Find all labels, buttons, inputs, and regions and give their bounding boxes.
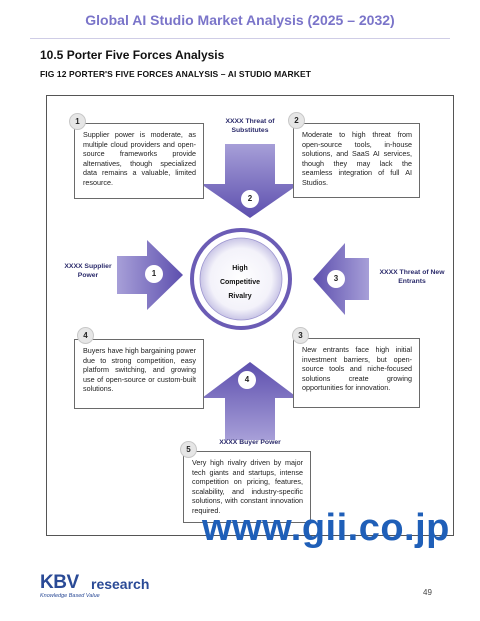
rivalry-box: Very high rivalry driven by major tech g… <box>183 451 311 523</box>
box-badge-2: 2 <box>288 112 305 129</box>
box-badge-3: 3 <box>292 327 309 344</box>
rivalry-core <box>199 237 283 321</box>
kbv-logo: KBV <box>40 572 79 593</box>
supplier-power-label: XXXX Supplier Power <box>64 263 112 279</box>
supplier-power-box: Supplier power is moderate, as multiple … <box>74 123 204 199</box>
substitutes-label: XXXX Threat of Substitutes <box>225 118 275 134</box>
research-logo-text: research <box>91 576 150 592</box>
center-rivalry-label: High Competitive Rivalry <box>219 265 261 300</box>
logo-tagline: Knowledge Based Value <box>40 593 100 599</box>
figure-caption: FIG 12 PORTER'S FIVE FORCES ANALYSIS – A… <box>40 69 312 79</box>
substitutes-box: Moderate to high threat from open-source… <box>293 123 420 198</box>
supplier-arrow-badge: 1 <box>145 265 163 283</box>
new-entrants-label: XXXX Threat of New Entrants <box>379 269 445 285</box>
diagram-frame <box>46 95 454 536</box>
document-title: Global AI Studio Market Analysis (2025 –… <box>85 12 395 28</box>
buyer-arrow-badge: 4 <box>238 371 256 389</box>
new-entrants-arrow-badge: 3 <box>327 270 345 288</box>
new-entrants-box: New entrants face high initial investmen… <box>293 338 420 408</box>
buyer-arrow <box>202 362 298 440</box>
buyer-power-box: Buyers have high bargaining power due to… <box>74 339 204 409</box>
box-badge-4: 4 <box>77 327 94 344</box>
box-badge-1: 1 <box>69 113 86 130</box>
watermark: www.gii.co.jp <box>202 507 450 549</box>
title-divider <box>30 38 450 39</box>
page-number: 49 <box>423 588 432 597</box>
section-heading: 10.5 Porter Five Forces Analysis <box>40 48 225 62</box>
substitutes-arrow-badge: 2 <box>241 190 259 208</box>
buyer-power-label: XXXX Buyer Power <box>219 439 281 446</box>
substitutes-arrow <box>201 144 299 218</box>
box-badge-5: 5 <box>180 441 197 458</box>
